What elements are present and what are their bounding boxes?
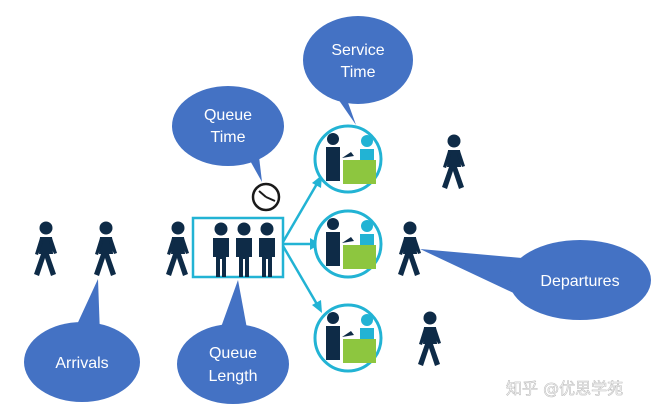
arrow-bottom-head <box>312 300 322 313</box>
walking-person-icon <box>166 221 189 276</box>
server-3 <box>313 303 383 373</box>
callout-service-time: Service Time <box>303 16 413 125</box>
callout-queue-time: Queue Time <box>172 86 284 182</box>
callout-queue-length: Queue Length <box>177 280 289 404</box>
standing-person-icon <box>326 312 340 360</box>
arrow-bottom <box>281 245 320 307</box>
queue-length-line2: Length <box>209 368 258 385</box>
walking-person-icon <box>442 134 465 189</box>
service-counter-icon <box>342 314 376 363</box>
standing-person-icon <box>236 222 252 277</box>
arrow-top <box>281 181 320 243</box>
standing-person-icon <box>213 222 229 277</box>
queue-length-line1: Queue <box>209 345 257 362</box>
queue-time-line2: Time <box>211 129 246 146</box>
arrivals-label: Arrivals <box>55 355 108 372</box>
walking-person-icon <box>34 221 57 276</box>
queued-people <box>213 222 275 277</box>
callout-departures: Departures <box>420 240 651 320</box>
walking-person-icon <box>398 221 421 276</box>
queue-box <box>191 216 285 279</box>
standing-person-icon <box>259 222 275 277</box>
service-counter-icon <box>342 135 376 184</box>
server-1 <box>313 124 383 194</box>
queue-to-server-arrows <box>281 175 322 313</box>
standing-person-icon <box>326 133 340 181</box>
service-time-line1: Service <box>331 42 384 59</box>
walking-person-icon <box>94 221 117 276</box>
departures-label: Departures <box>540 273 619 290</box>
service-counter-icon <box>342 220 376 269</box>
queue-time-line1: Queue <box>204 107 252 124</box>
clock-icon <box>251 182 281 212</box>
watermark: 知乎 @优思学苑 <box>506 379 623 398</box>
walking-person-icon <box>418 311 441 366</box>
standing-person-icon <box>326 218 340 266</box>
service-time-line2: Time <box>341 64 376 81</box>
server-2 <box>313 209 383 279</box>
callout-arrivals: Arrivals <box>24 279 140 402</box>
